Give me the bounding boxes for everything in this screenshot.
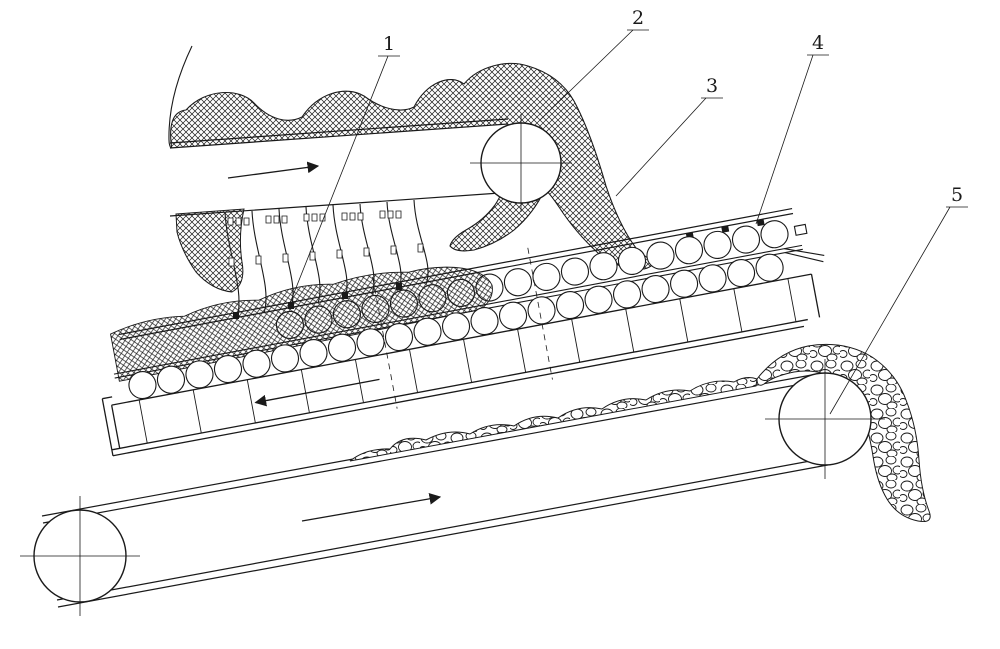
head-drum-crosshair xyxy=(470,114,572,212)
callout-4: 4 xyxy=(755,32,829,225)
roller xyxy=(672,233,706,267)
callout-3-leader xyxy=(615,97,723,197)
roller xyxy=(610,278,644,311)
callout-5-leader xyxy=(829,206,968,415)
roller xyxy=(496,299,530,333)
pile-left-edge xyxy=(168,45,193,151)
chain-top-links xyxy=(227,210,402,226)
chute-flow-arrow xyxy=(227,161,320,179)
screen-box-dividers xyxy=(138,278,797,444)
roller xyxy=(558,255,592,288)
callout-2-label: 2 xyxy=(632,7,644,29)
roller xyxy=(696,262,729,295)
roller xyxy=(501,265,535,299)
roller xyxy=(553,288,587,322)
discharge-drum xyxy=(765,359,885,479)
belt-conveyor xyxy=(20,373,834,616)
callout-4-leader xyxy=(755,54,829,225)
screen-box-frame xyxy=(101,273,821,457)
belt-flow-arrow xyxy=(301,493,442,522)
roller xyxy=(582,283,615,317)
discharge-drum-crosshair xyxy=(765,359,885,479)
roller xyxy=(724,256,758,290)
chute-bed xyxy=(170,124,508,216)
tail-drum xyxy=(20,496,140,616)
roller xyxy=(729,223,763,256)
screened-material xyxy=(349,343,931,522)
callouts: 1 2 3 4 5 xyxy=(287,7,968,415)
roller xyxy=(530,260,563,294)
roller xyxy=(525,294,558,327)
callout-5: 5 xyxy=(829,184,968,415)
screen-bearing-blocks xyxy=(685,218,765,240)
callout-4-label: 4 xyxy=(812,32,824,54)
screen-flow-arrow xyxy=(254,378,380,407)
callout-3: 3 xyxy=(615,75,723,197)
curtain-chains xyxy=(224,199,429,319)
roller xyxy=(667,267,701,301)
callout-1-leader xyxy=(287,55,400,309)
callout-2-leader xyxy=(539,29,649,121)
roller xyxy=(639,272,672,306)
callout-1-label: 1 xyxy=(383,33,395,55)
chain-mid-links xyxy=(228,243,424,267)
roller xyxy=(701,228,734,262)
screen-discharge-lip xyxy=(784,223,825,263)
roller xyxy=(753,251,786,285)
material-band-on-belt xyxy=(349,377,758,462)
roller-screen xyxy=(101,207,825,457)
screen-centerlines xyxy=(372,247,553,409)
head-drum xyxy=(470,114,572,212)
tail-drum-crosshair xyxy=(20,496,140,616)
material-bed-on-screen xyxy=(110,266,493,382)
belt-lines xyxy=(41,373,834,608)
chute-lower-pile xyxy=(175,208,245,293)
chain-curtain xyxy=(224,199,429,319)
callout-5-label: 5 xyxy=(951,184,963,206)
feed-chute xyxy=(169,118,509,293)
callout-2: 2 xyxy=(539,7,649,121)
material-cascade xyxy=(756,343,931,522)
callout-3-label: 3 xyxy=(706,75,718,97)
callout-1: 1 xyxy=(287,33,400,309)
